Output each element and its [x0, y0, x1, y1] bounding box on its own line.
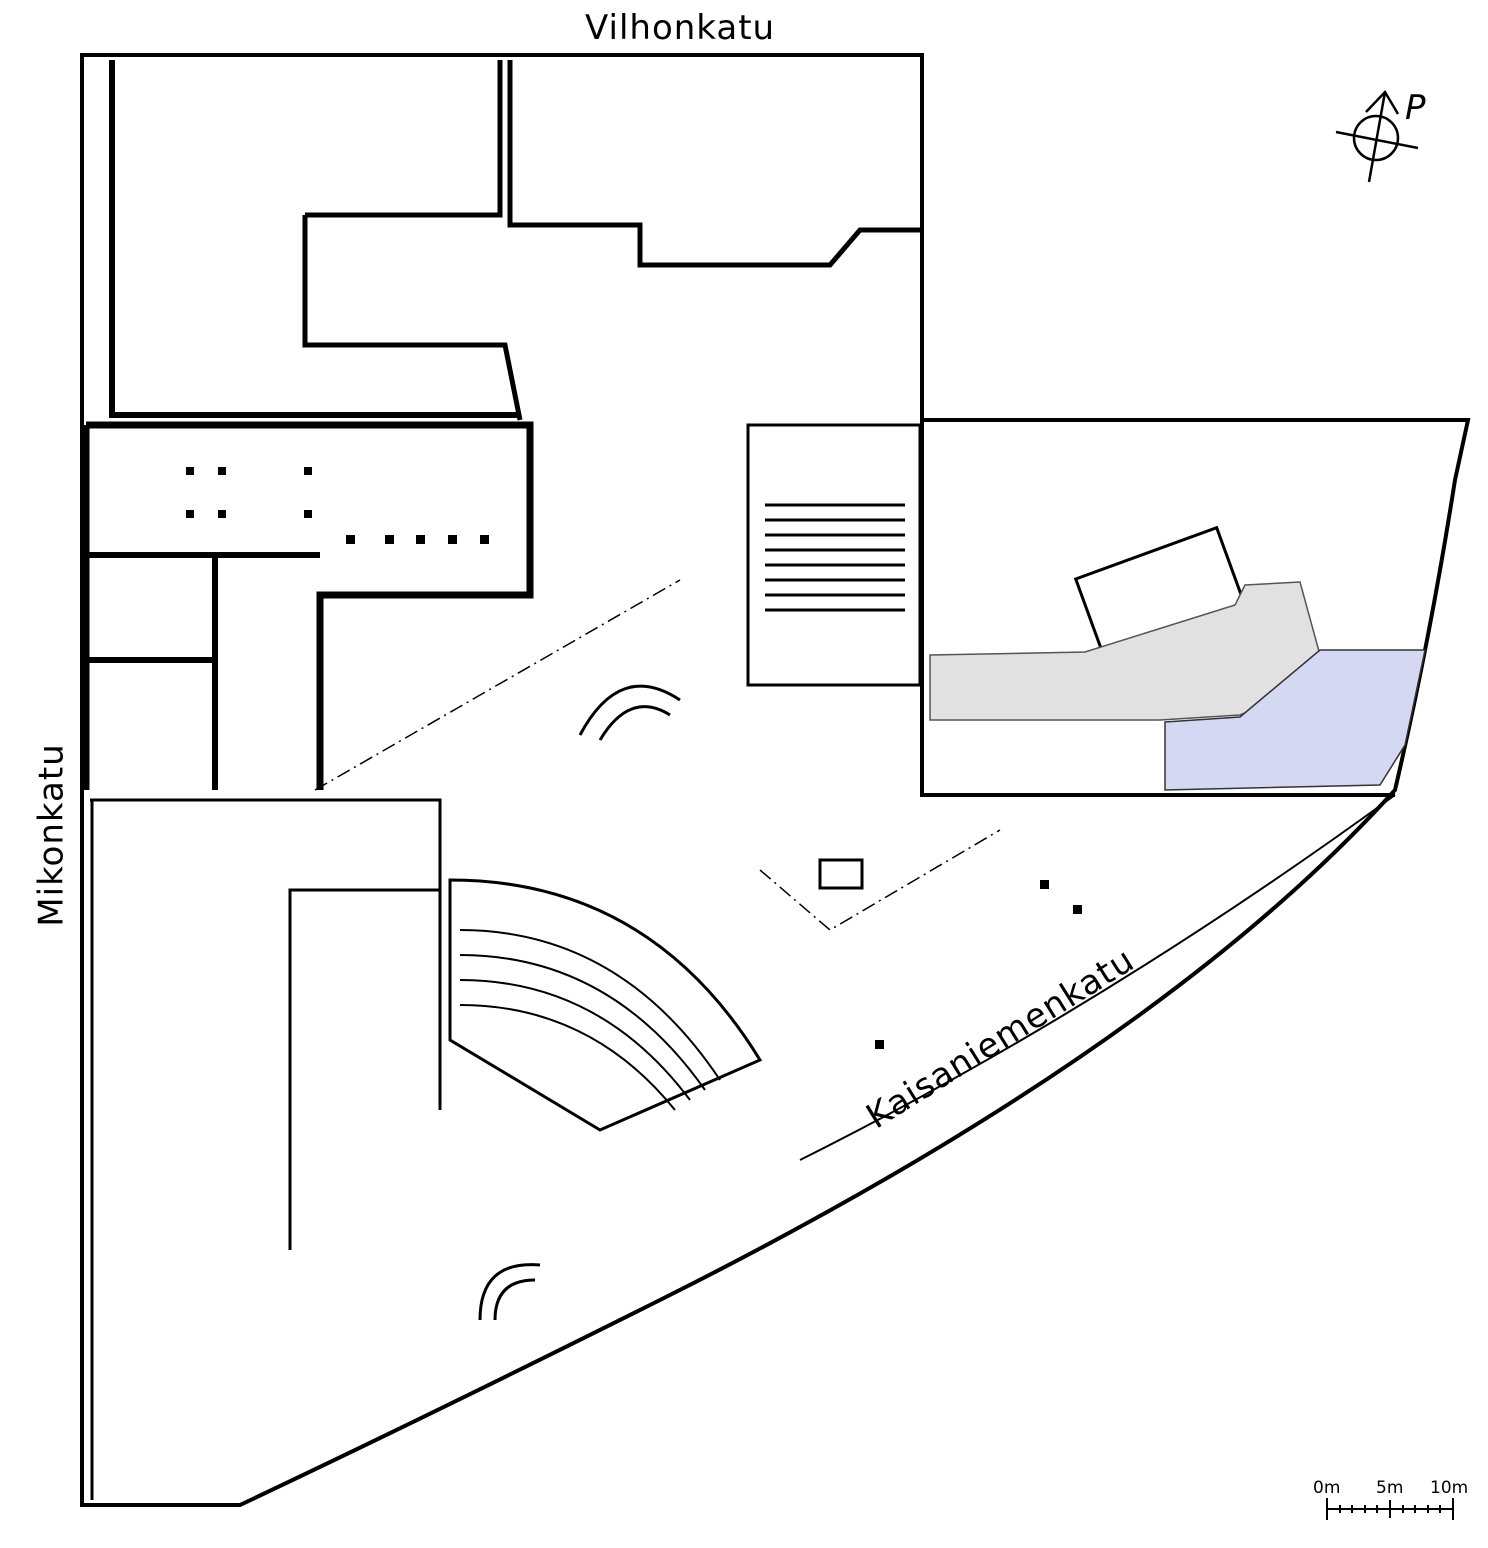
spiral-stair [478, 1263, 541, 1321]
scale-label-0: 0m [1313, 1478, 1341, 1498]
courtyard-wall [302, 60, 920, 421]
north-label: P [1405, 88, 1426, 128]
spiral-stair [578, 684, 681, 741]
scale-bar [1326, 1498, 1454, 1520]
building-outline [80, 53, 1471, 1507]
auditorium-rows [459, 929, 721, 1111]
street-label-west: Mikonkatu [31, 743, 72, 927]
south-wing-wall [90, 798, 442, 1250]
north-arrow-icon [1335, 89, 1419, 183]
lecture-hall [746, 423, 922, 687]
top-wing-wall [109, 60, 520, 418]
inner-wall [86, 552, 320, 790]
scale-label-5: 5m [1376, 1478, 1404, 1498]
hall-wall [82, 421, 534, 790]
scale-label-10: 10m [1430, 1478, 1469, 1498]
window-grid [818, 858, 864, 890]
columns [186, 467, 1082, 1049]
facade-inner-line [799, 794, 1396, 1161]
auditorium-outline [448, 878, 763, 1132]
lecture-seats [765, 503, 905, 612]
street-label-north: Vilhonkatu [585, 8, 776, 48]
axis-line [314, 579, 1001, 931]
right-wing-wall [920, 420, 1395, 797]
selected-space-highlight [1164, 649, 1426, 791]
